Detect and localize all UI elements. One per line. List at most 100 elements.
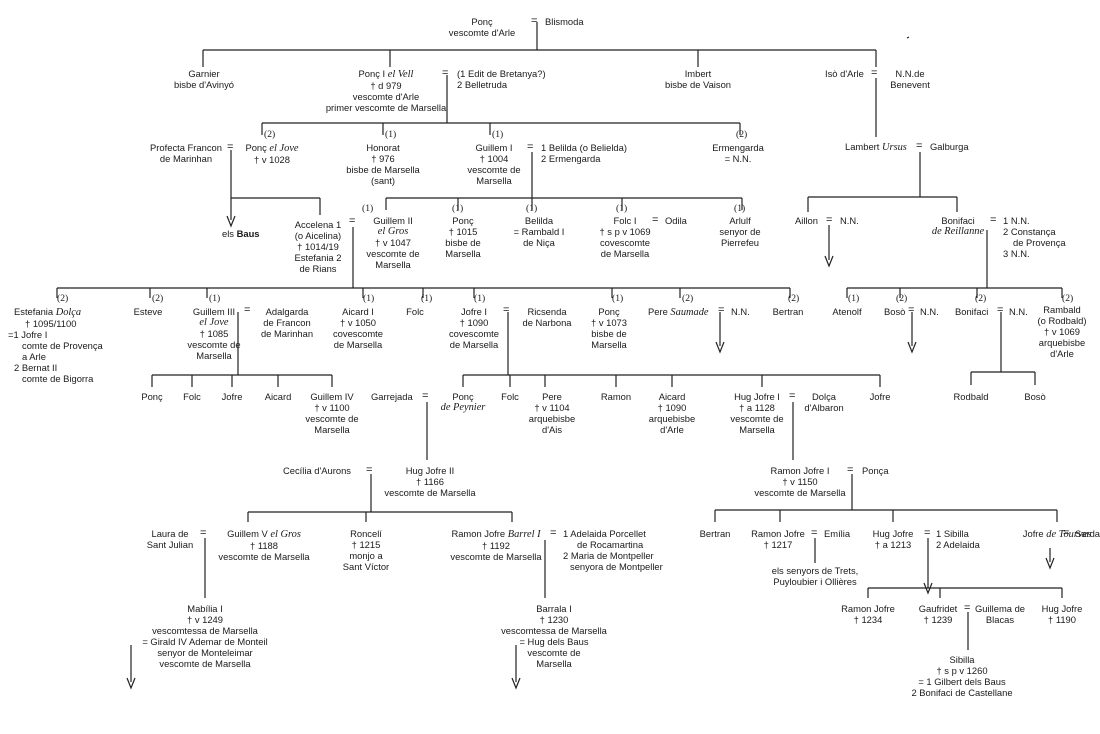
person-adalgarda: Adalgarda de Francon de Marinhan — [261, 306, 313, 339]
child-marker: (1) — [734, 203, 746, 214]
person-title: de Marsella — [449, 339, 499, 350]
marriage-sign: = — [718, 304, 725, 316]
person-dates: † 1090 — [657, 402, 687, 413]
person-dates: † v 1050 — [340, 317, 376, 328]
marriage-sign: = — [847, 464, 854, 476]
child-marker: (1) — [848, 293, 860, 304]
person-name: Ponç — [245, 142, 267, 153]
person-dates: † v 1073 — [591, 317, 627, 328]
person-gaufridet: Gaufridet † 1239 — [919, 603, 958, 625]
person-ramon-jofre-1217: Ramon Jofre † 1217 — [751, 528, 805, 550]
person-pere-saumade-spouse: N.N. — [731, 306, 750, 317]
person-name: Pere — [542, 391, 562, 402]
person-folc-g5: Folc — [183, 391, 201, 402]
spouse-name: 2 Bernat II — [14, 362, 58, 373]
person-name: Atenolf — [832, 306, 862, 317]
person-dates: † a 1128 — [739, 402, 775, 413]
person-title: vescomte de Marsella — [218, 551, 310, 562]
person-ricsenda: Ricsenda de Narbona — [523, 306, 572, 328]
spouse-name: N.N. — [1009, 306, 1028, 317]
spouse-name: 2 Ermengarda — [541, 153, 601, 164]
person-jofre-g5: Jofre — [222, 391, 243, 402]
spouse-name: = Girald IV Ademar de Monteil — [142, 636, 268, 647]
person-estefania: Estefania Dolça † 1095/1100 =1 Jofre I c… — [8, 306, 103, 384]
person-name: Bonifaci — [955, 306, 989, 317]
person-jofre-b: Jofre — [870, 391, 891, 402]
person-name: Guillem I — [475, 142, 513, 153]
person-name: Galburga — [930, 141, 969, 152]
spouse-title: a Arle — [22, 351, 46, 362]
person-belilda: Belilda = Rambald I de Niça — [514, 215, 565, 248]
person-aillon: Aillon — [795, 215, 818, 226]
person-bertran-b: Bertran — [700, 528, 731, 539]
person-name: Pere — [648, 306, 668, 317]
person-epithet: el Gros — [270, 529, 301, 540]
person-dates: † v 1069 — [1044, 326, 1080, 337]
person-folc-b: Folc — [406, 306, 424, 317]
child-marker: (1) — [209, 293, 221, 304]
person-ponca: Ponça — [862, 465, 889, 476]
spouse-title: senyor de Monteleimar — [157, 647, 253, 658]
marriage-sign: = — [503, 304, 510, 316]
person-laura: Laura de Sant Julian — [147, 528, 193, 550]
marriage-sign: = — [826, 214, 833, 226]
person-name: Folc — [501, 391, 519, 402]
person-mabilia: Mabília I † v 1249 vescomtessa de Marsel… — [142, 603, 267, 669]
person-dates: † v 1150 — [782, 476, 818, 487]
person-ponc-jove: Ponç el Jove † v 1028 — [245, 142, 298, 165]
person-nn-benevent: N.N.de Benevent — [890, 68, 930, 90]
marriage-sign: = — [908, 304, 915, 316]
person-guillem-i: Guillem I † 1004 vescomte de Marsella — [467, 142, 520, 186]
spouse-name: 1 Belilda (o Belielda) — [541, 142, 627, 153]
person-ponc-bisbe: Ponç † 1015 bisbe de Marsella — [445, 215, 480, 259]
person-name: Bosò — [1024, 391, 1046, 402]
spouse-name: 1 Sibilla — [936, 528, 969, 539]
person-name: Hug Jofre — [872, 528, 914, 539]
person-title: Marsella — [196, 350, 232, 361]
person-name: Gaufridet — [918, 603, 958, 614]
person-name: Rambald — [1043, 304, 1081, 315]
spouse-title: comte de Bigorra — [22, 373, 94, 384]
person-title: vescomte de — [366, 248, 420, 259]
person-arlulf: Arlulf senyor de Pierrefeu — [719, 215, 760, 248]
marriage-sign: = — [997, 304, 1004, 316]
person-epithet: el Gros — [377, 226, 409, 237]
marriage-sign: = — [227, 141, 234, 153]
person-hug-jofre-1213: Hug Jofre † a 1213 — [873, 528, 914, 550]
spouse-name: =1 Jofre I — [8, 329, 48, 340]
person-title: arquebisbe — [528, 413, 576, 424]
person-name: Honorat — [366, 142, 400, 153]
person-title: vescomte de Marsella — [384, 487, 476, 498]
person-hug-jofre-ii: Hug Jofre II † 1166 vescomte de Marsella — [384, 465, 475, 498]
child-marker: (2) — [896, 293, 908, 304]
person-name: Folc I — [613, 215, 637, 226]
spouse-title: Marsella — [536, 658, 572, 669]
spouse-name: 1 Adelaida Porcellet — [563, 528, 646, 539]
person-title: d'Arle — [660, 424, 684, 435]
person-dates: † 1090 — [459, 317, 489, 328]
person-title: Marsella — [591, 339, 627, 350]
person-ponc-peynier: Ponç de Peynier — [441, 391, 486, 413]
person-name: Cecília d'Aurons — [283, 465, 351, 476]
person-name: Jofre I — [460, 306, 488, 317]
person-name: Jofre — [869, 391, 891, 402]
person-title: Benevent — [890, 79, 930, 90]
person-esteve: Esteve — [134, 306, 163, 317]
person-dates: † 1234 — [853, 614, 883, 625]
person-bertran-a: Bertran — [773, 306, 804, 317]
person-dates: † 1217 — [763, 539, 793, 550]
spouse-title: vescomte de — [527, 647, 581, 658]
person-boso-a-spouse: N.N. — [920, 306, 939, 317]
spouse-title: senyora de Montpeller — [570, 561, 663, 572]
person-dates: † s p v 1260 — [936, 665, 988, 676]
person-dates: † 976 — [371, 153, 395, 164]
person-pere-saumade: Pere Saumade — [648, 306, 709, 318]
person-name: Ermengarda — [712, 142, 764, 153]
person-bonifaci-b-spouse: N.N. — [1009, 306, 1028, 317]
person-hug-jofre-i: Hug Jofre I † a 1128 vescomte de Marsell… — [730, 391, 783, 435]
person-bonifaci-reillanne-wives: 1 N.N. 2 Constança de Provença 3 N.N. — [1003, 215, 1066, 259]
marriage-sign: = — [550, 527, 557, 539]
person-honorat: Honorat † 976 bisbe de Marsella (sant) — [346, 142, 419, 186]
